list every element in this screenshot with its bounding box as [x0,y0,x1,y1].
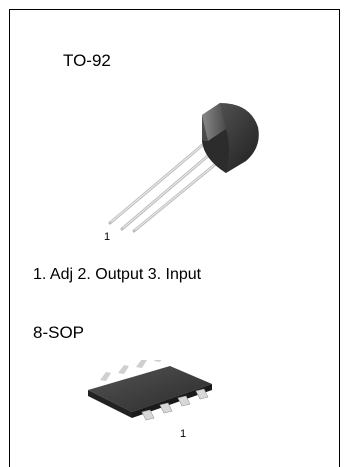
to92-title: TO-92 [63,51,111,70]
sop8-pin1-label: 1 [180,428,187,440]
to92-pinout-text: 1. Adj 2. Output 3. Input [33,266,202,283]
to92-transistor-icon [108,103,259,233]
to92-pin1-label: 1 [104,231,111,243]
sop8-chip-icon [88,360,212,421]
sop8-title: 8-SOP [33,323,85,342]
figure-frame [9,9,340,467]
